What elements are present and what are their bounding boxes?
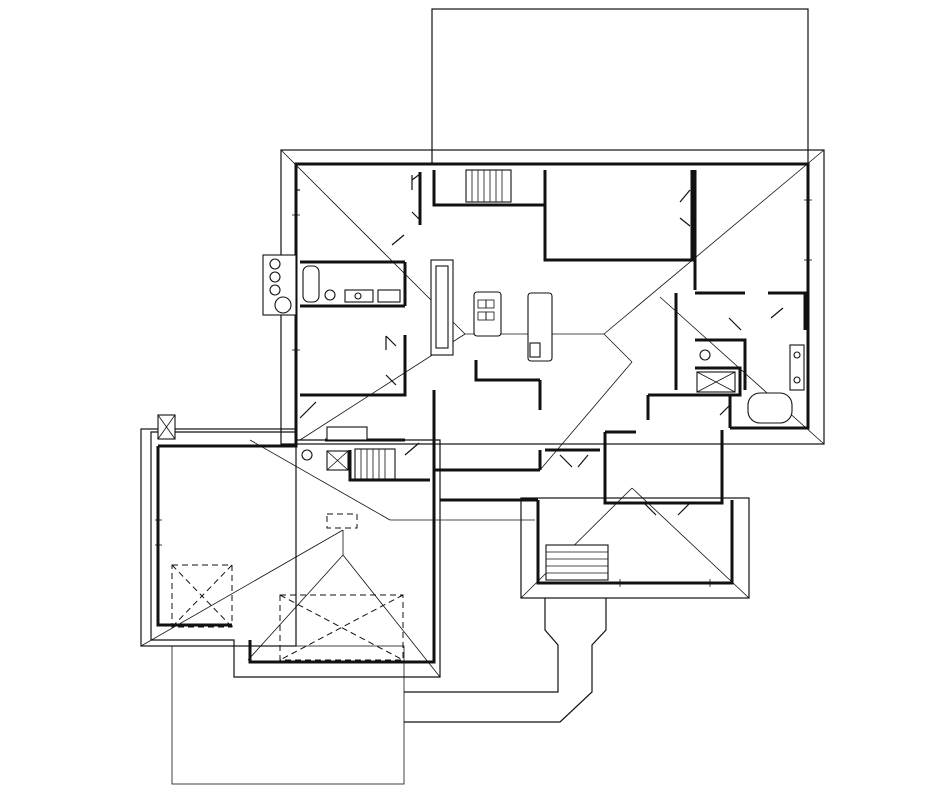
garage-door-symbol xyxy=(326,513,358,529)
master-bath-fixtures xyxy=(696,344,805,424)
water-heater xyxy=(301,449,313,461)
exterior-walls xyxy=(156,162,810,664)
staircase-lower xyxy=(354,448,396,480)
porch-roof-outline xyxy=(520,497,750,599)
built-in-cabinet-inner xyxy=(435,265,449,349)
staircase-upper xyxy=(465,169,512,203)
door-swings xyxy=(299,173,784,516)
kitchen-sink xyxy=(529,342,541,358)
laundry-equipment xyxy=(262,254,297,316)
driveway-outline xyxy=(171,645,405,785)
porch-steps xyxy=(545,544,609,581)
skylights xyxy=(171,564,404,661)
window-marks xyxy=(155,163,812,587)
walkway xyxy=(404,598,559,693)
left-wing-roof-outline xyxy=(140,428,297,647)
bath-fixtures-left xyxy=(302,265,401,303)
walkway-edge xyxy=(404,598,607,723)
kitchen-island xyxy=(473,291,502,337)
rear-deck-outline xyxy=(431,8,809,165)
washer-dryer xyxy=(326,426,368,441)
